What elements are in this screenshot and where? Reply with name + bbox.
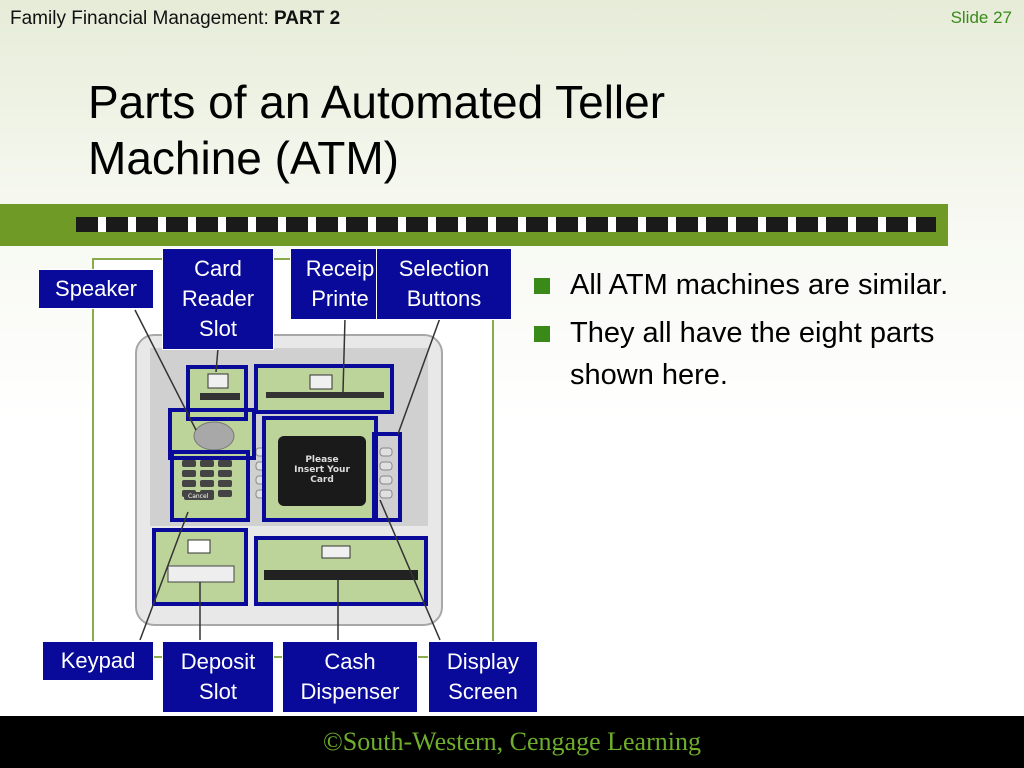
course-header: Family Financial Management: PART 2 xyxy=(10,8,340,30)
keypad-key xyxy=(218,470,232,477)
highlight-speaker xyxy=(168,408,256,460)
keypad-key xyxy=(200,470,214,477)
receipt-slot xyxy=(266,392,384,398)
line-receipt xyxy=(342,317,346,393)
line-selection xyxy=(397,317,441,435)
decorative-dashes xyxy=(76,217,936,232)
side-buttons xyxy=(255,447,393,499)
bullet-list: All ATM machines are similar. They all h… xyxy=(534,264,974,402)
envelope-icon xyxy=(187,539,211,554)
keypad-key xyxy=(182,460,196,467)
keypad-key xyxy=(200,460,214,467)
course-name: Family Financial Management: xyxy=(10,8,274,29)
screen-line-3: Card xyxy=(310,475,334,485)
label-keypad: Keypad xyxy=(42,641,154,681)
highlight-keypad xyxy=(170,450,250,522)
cancel-key xyxy=(184,492,214,500)
cancel-key-label: Cancel xyxy=(188,493,209,500)
keypad-key xyxy=(182,470,196,477)
footer-copyright: ©South-Western, Cengage Learning xyxy=(0,716,1024,768)
card-icon xyxy=(207,373,229,389)
side-button xyxy=(379,447,393,457)
side-button xyxy=(379,489,393,499)
slide-number: Slide 27 xyxy=(950,8,1012,27)
keypad-key xyxy=(200,480,214,487)
receipt-icon xyxy=(309,374,333,390)
leader-lines xyxy=(134,309,441,641)
speaker-grille xyxy=(193,421,235,451)
keypad-key xyxy=(218,460,232,467)
slide-title: Parts of an Automated Teller Machine (AT… xyxy=(88,76,666,184)
part-label: PART 2 xyxy=(274,8,341,29)
display-screen xyxy=(278,436,366,506)
keypad-key xyxy=(218,490,232,497)
bullet-square-icon xyxy=(534,278,550,294)
keypad-key xyxy=(182,480,196,487)
highlight-receipt-printer xyxy=(254,364,394,414)
screen-line-1: Please xyxy=(305,455,338,465)
line-keypad xyxy=(139,511,189,641)
keypad-key xyxy=(218,480,232,487)
deposit-opening xyxy=(167,565,235,583)
bullet-square-icon xyxy=(534,326,550,342)
highlight-boxes xyxy=(152,364,428,606)
side-button xyxy=(379,461,393,471)
line-card-reader xyxy=(215,347,219,373)
cash-icon xyxy=(321,545,351,559)
highlight-selection-buttons xyxy=(372,432,402,522)
line-speaker xyxy=(134,309,197,431)
cash-slot xyxy=(264,570,418,580)
side-button xyxy=(379,475,393,485)
bullet-item: All ATM machines are similar. xyxy=(534,264,974,306)
keypad-keys xyxy=(182,460,232,500)
label-speaker: Speaker xyxy=(38,269,154,309)
bullet-item: They all have the eight parts shown here… xyxy=(534,312,974,396)
screen-line-2: Insert Your xyxy=(294,465,350,475)
card-slot xyxy=(200,393,240,400)
highlight-cash xyxy=(254,536,428,606)
line-display xyxy=(379,499,441,641)
